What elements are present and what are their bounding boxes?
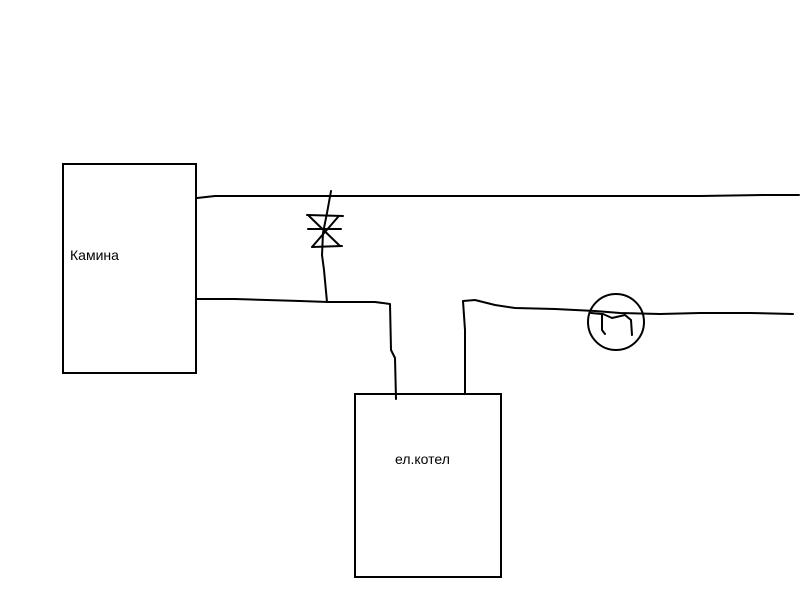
bypass-branch-pipe <box>321 190 332 303</box>
electric-boiler-node: ел.котел <box>354 393 502 578</box>
upper-supply-pipe <box>196 194 800 199</box>
fireplace-box <box>62 163 197 374</box>
valve-icon <box>306 214 344 248</box>
fireplace-label: Камина <box>70 247 119 263</box>
pump-circle <box>587 293 645 351</box>
fireplace-node: Камина <box>62 163 197 374</box>
fireplace-to-boiler-pipe <box>196 298 397 400</box>
boiler-outlet-pipe <box>462 299 794 395</box>
electric-boiler-box <box>354 393 502 578</box>
electric-boiler-label: ел.котел <box>395 451 450 467</box>
pump-icon <box>587 293 645 351</box>
